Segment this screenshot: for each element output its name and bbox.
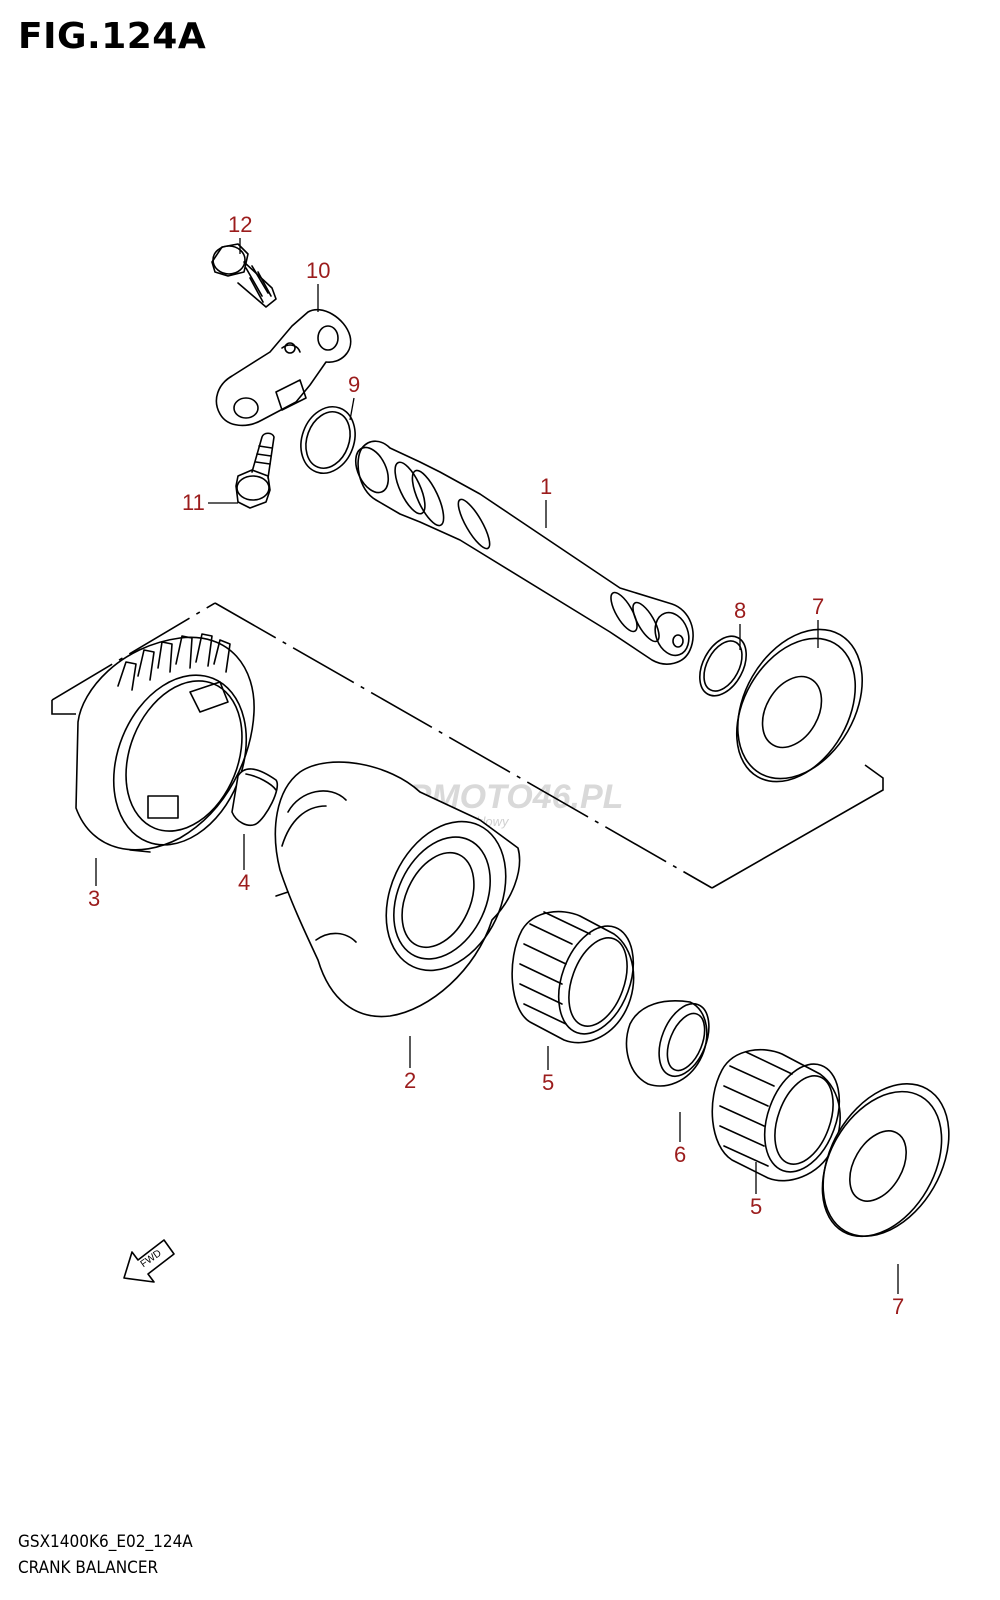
part-9-o-ring (300, 406, 356, 474)
part-7-upper-washer (735, 628, 863, 783)
svg-text:12: 12 (228, 212, 252, 237)
callout-9: 9 (348, 372, 360, 421)
callout-5-lower: 5 (750, 1162, 762, 1219)
part-6-spacer (625, 1000, 710, 1087)
svg-text:4: 4 (238, 870, 250, 895)
fwd-arrow-icon: FWD (123, 1239, 175, 1283)
part-5-upper-needle-bearing (511, 910, 635, 1044)
svg-text:10: 10 (306, 258, 330, 283)
figure-name: CRANK BALANCER (18, 1558, 159, 1578)
svg-text:7: 7 (892, 1294, 904, 1319)
svg-text:5: 5 (750, 1194, 762, 1219)
part-4-key (231, 768, 279, 827)
svg-text:7: 7 (812, 594, 824, 619)
svg-text:11: 11 (182, 490, 205, 515)
callout-6: 6 (674, 1112, 686, 1167)
svg-text:8: 8 (734, 598, 746, 623)
part-1-shaft (354, 440, 694, 665)
callout-2: 2 (404, 1036, 416, 1093)
callout-1: 1 (540, 474, 552, 528)
svg-text:9: 9 (348, 372, 360, 397)
callout-8: 8 (734, 598, 746, 650)
callout-12: 12 (228, 212, 252, 254)
part-12-bolt (211, 243, 277, 308)
svg-text:5: 5 (542, 1070, 554, 1095)
subassembly-frame (51, 602, 884, 889)
figure-title: FIG.124A (18, 16, 207, 57)
part-11-bolt (235, 432, 275, 509)
svg-text:2: 2 (404, 1068, 416, 1093)
callout-3: 3 (88, 858, 100, 911)
svg-text:6: 6 (674, 1142, 686, 1167)
callout-5-upper: 5 (542, 1046, 554, 1095)
part-7-lower-washer (821, 1083, 950, 1238)
callout-7-lower: 7 (892, 1264, 904, 1319)
part-8-o-ring (699, 635, 747, 697)
svg-text:3: 3 (88, 886, 100, 911)
svg-text:1: 1 (540, 474, 552, 499)
callout-7-upper: 7 (812, 594, 824, 648)
part-2-balancer-weight (274, 761, 521, 1018)
part-10-lever (215, 309, 352, 427)
callout-4: 4 (238, 834, 250, 895)
part-3-gear (75, 633, 255, 853)
figure-code: GSX1400K6_E02_124A (18, 1532, 193, 1552)
part-5-lower-needle-bearing (711, 1048, 841, 1182)
callout-10: 10 (306, 258, 330, 312)
callout-11: 11 (182, 490, 238, 515)
